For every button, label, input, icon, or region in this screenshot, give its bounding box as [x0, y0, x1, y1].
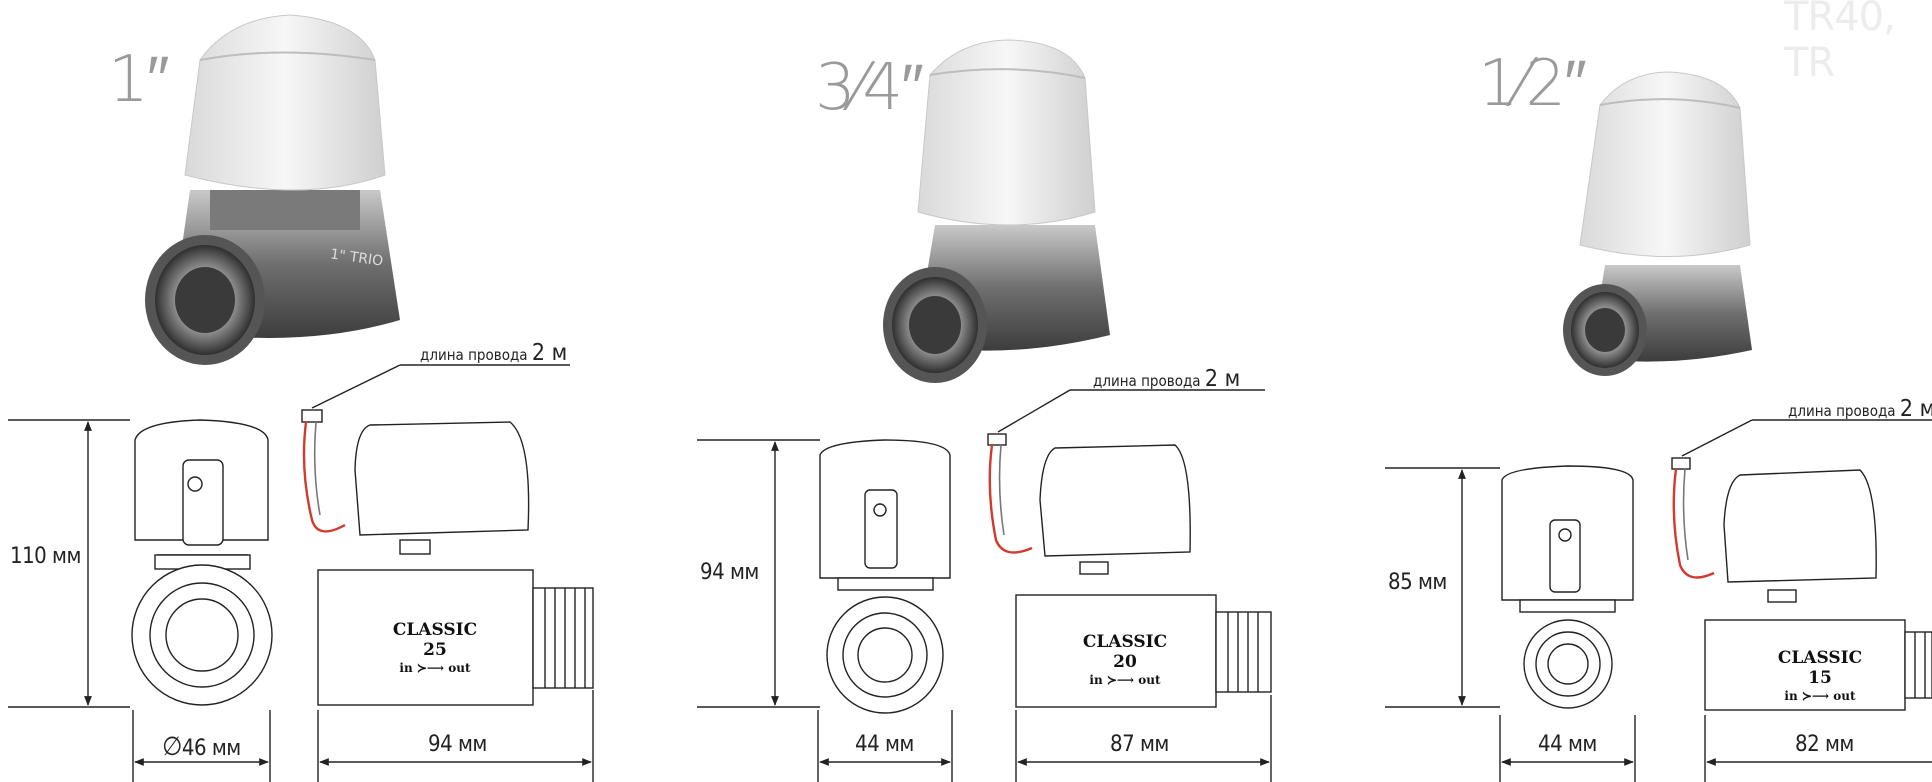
valve-2-wire-value: 2 м — [1204, 366, 1241, 392]
valve-3-size-label: 1⁄2″ — [1478, 47, 1587, 121]
valve-1-wire-annotation: длина провода 2 м — [420, 340, 567, 366]
valve-1-height-label: 110 мм — [10, 544, 81, 569]
valve-2-wire-text: длина провода — [1093, 372, 1201, 390]
valve-2-wire-annotation: длина провода 2 м — [1093, 366, 1240, 392]
valve-1-flow: in ≻⟶ out — [399, 661, 471, 675]
valve-1-size-label: 1″ — [108, 43, 169, 117]
diameter-icon: ∅ — [162, 732, 182, 762]
valve-3-length-label: 82 мм — [1795, 732, 1854, 757]
valve-1-render — [145, 14, 400, 365]
valve-2-render — [883, 39, 1110, 383]
valve-2-brand-plate: CLASSIC 20 in ≻⟶ out — [1070, 632, 1180, 687]
valve-2-brand: CLASSIC 20 — [1082, 632, 1168, 672]
valve-3-wire-text: длина провода — [1788, 402, 1896, 420]
valve-3-wire-annotation: длина провода 2 м — [1788, 396, 1932, 422]
valve-1-drawing — [8, 364, 594, 782]
valve-1-brand: CLASSIC 25 — [392, 620, 478, 660]
valve-3-brand-plate: CLASSIC 15 in ≻⟶ out — [1765, 648, 1875, 703]
valve-2-size-label: 3⁄4″ — [815, 51, 924, 125]
valve-3-flow: in ≻⟶ out — [1784, 689, 1856, 703]
valve-3-brand: CLASSIC 15 — [1777, 648, 1863, 688]
valve-3-diameter-label: 44 мм — [1538, 732, 1597, 757]
valve-1-wire-text: длина провода — [420, 346, 528, 364]
valve-3-height-label: 85 мм — [1388, 570, 1447, 595]
valve-2-length-label: 87 мм — [1110, 732, 1169, 757]
valve-1-length-label: 94 мм — [428, 732, 487, 757]
valve-2-flow: in ≻⟶ out — [1089, 673, 1161, 687]
valve-2-drawing — [697, 389, 1272, 782]
valve-2-diameter-label: 44 мм — [855, 732, 914, 757]
valve-1-diameter-dimension: ∅46 мм — [162, 732, 241, 762]
corner-title: TR40, TR — [1784, 0, 1896, 86]
valve-3-wire-value: 2 м — [1899, 396, 1932, 422]
valve-1-wire-value: 2 м — [531, 340, 568, 366]
valve-1-diameter-label: 46 мм — [181, 736, 241, 761]
valve-1-brand-plate: CLASSIC 25 in ≻⟶ out — [380, 620, 490, 675]
valve-3-render — [1563, 71, 1752, 376]
valve-3-drawing — [1385, 419, 1932, 782]
valve-2-height-label: 94 мм — [700, 560, 759, 585]
